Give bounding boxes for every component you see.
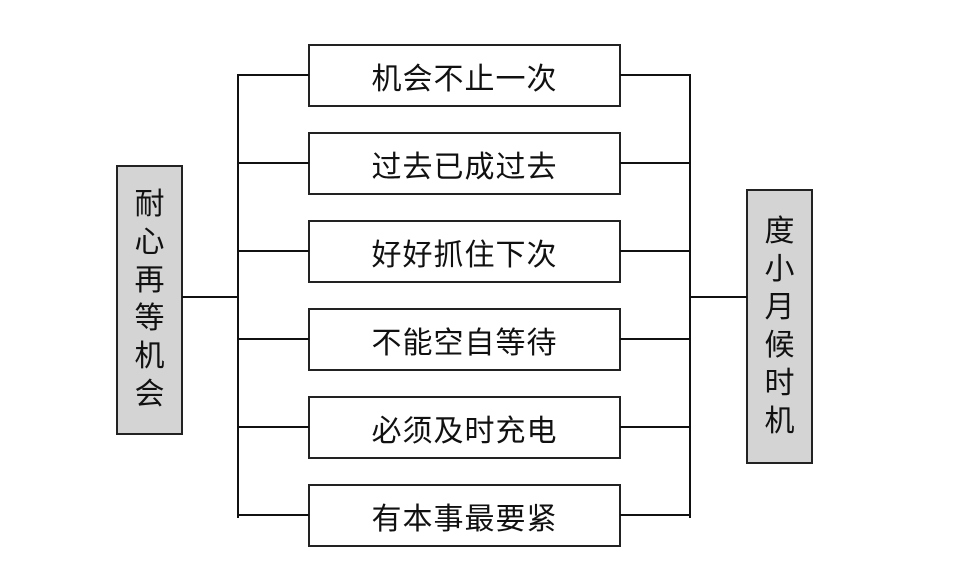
right-node-label-char: 度 <box>764 213 795 249</box>
left-node-label-char: 耐 <box>134 187 165 222</box>
connector-right-branch <box>620 426 690 428</box>
connector-right-branch <box>620 162 690 164</box>
middle-node: 有本事最要紧 <box>308 484 621 547</box>
connector-left-branch <box>238 338 309 340</box>
left-node-label-char: 等 <box>134 301 165 336</box>
left-node-label-char: 会 <box>134 377 165 412</box>
connector-left-stem <box>182 296 239 298</box>
connector-right-stem <box>689 296 747 298</box>
right-node-label-char: 小 <box>764 251 795 287</box>
right-node-label-char: 月 <box>764 289 795 325</box>
right-node: 度小月候时机 <box>746 189 813 464</box>
left-node-label-char: 再 <box>134 263 165 298</box>
middle-node: 好好抓住下次 <box>308 220 621 283</box>
connector-left-branch <box>238 162 309 164</box>
left-node-label-char: 心 <box>134 225 165 260</box>
connector-left-branch <box>238 426 309 428</box>
middle-node: 必须及时充电 <box>308 396 621 459</box>
connector-right-branch <box>620 74 690 76</box>
middle-node: 不能空自等待 <box>308 308 621 371</box>
connector-left-branch <box>238 74 309 76</box>
right-node-label-char: 候 <box>764 327 795 363</box>
left-node: 耐心再等机会 <box>116 165 183 435</box>
connector-left-bus <box>237 74 239 518</box>
connector-left-branch <box>238 250 309 252</box>
middle-node: 机会不止一次 <box>308 44 621 107</box>
middle-node: 过去已成过去 <box>308 132 621 195</box>
connector-left-branch <box>238 514 309 516</box>
right-node-label-char: 时 <box>764 365 795 401</box>
right-node-label-char: 机 <box>764 403 795 439</box>
connector-right-branch <box>620 514 690 516</box>
connector-right-branch <box>620 250 690 252</box>
connector-right-branch <box>620 338 690 340</box>
left-node-label-char: 机 <box>134 339 165 374</box>
